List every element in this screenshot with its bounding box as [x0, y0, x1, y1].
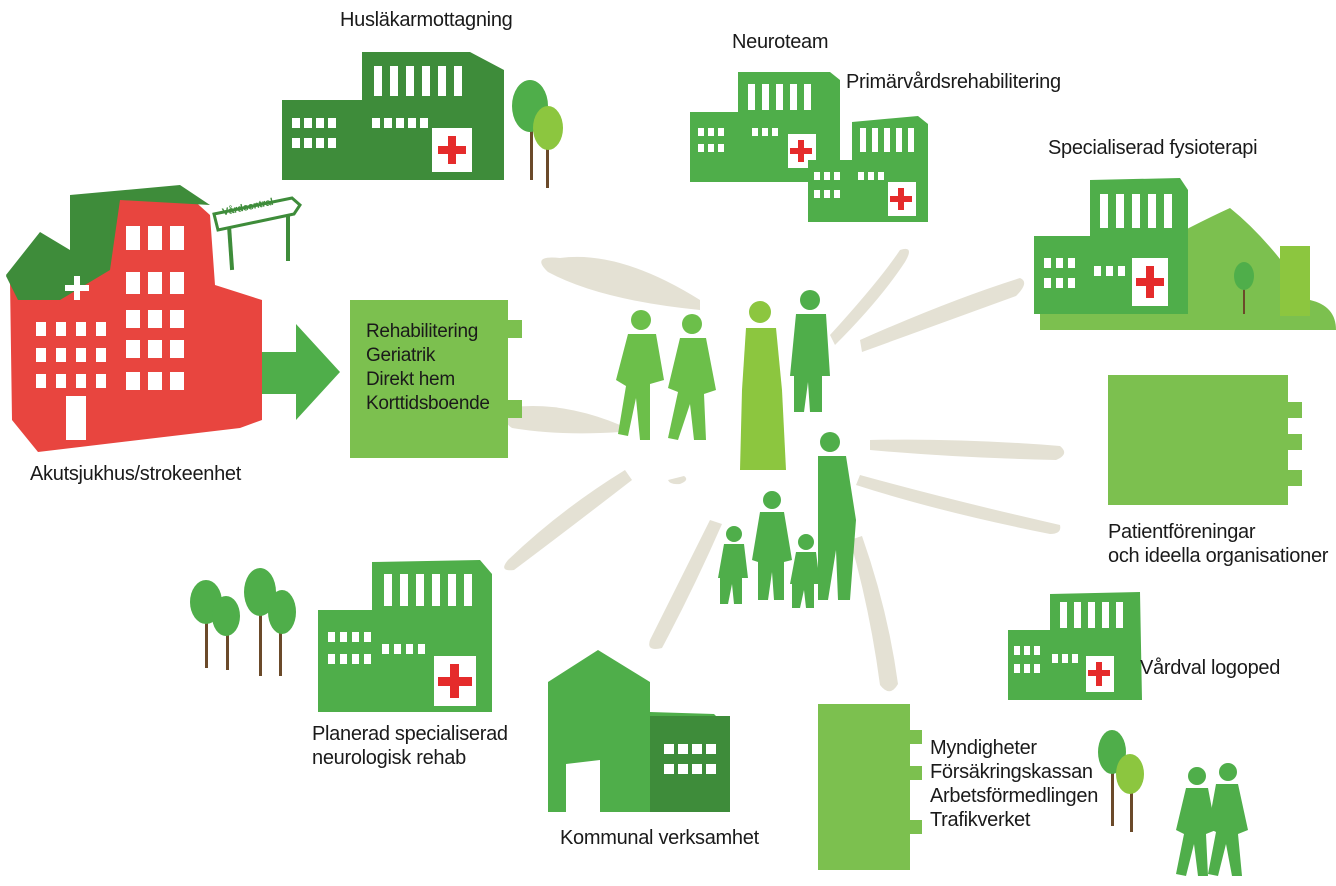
family	[718, 432, 856, 608]
myndigheter-line-2: Försäkringskassan	[930, 761, 1093, 783]
neuroteam-building	[690, 72, 840, 182]
trees-top	[512, 80, 563, 188]
label-specialiserad-fysioterapi: Specialiserad fysioterapi	[1048, 137, 1258, 159]
trees-left	[190, 568, 296, 676]
vardval-building	[1008, 592, 1142, 700]
people-silhouettes-center	[616, 290, 856, 608]
arrow-to-rehab	[262, 324, 340, 420]
people-bottom-right	[1176, 763, 1248, 876]
rehab-option-korttidsboende: Korttidsboende	[366, 393, 490, 414]
patientforeningar-box-shape	[1108, 375, 1302, 505]
patientforeningar-line-2: och ideella organisationer	[1108, 545, 1329, 567]
label-planerad-rehab: Planerad specialiserad neurologisk rehab	[312, 722, 508, 770]
primarvard-building	[808, 116, 928, 222]
rehab-option-direkt-hem: Direkt hem	[366, 369, 455, 390]
trees-bottom-right	[1098, 730, 1144, 832]
beam-up	[668, 476, 687, 485]
rehab-options-list: Rehabilitering Geriatrik Direkt hem Kort…	[366, 320, 490, 416]
label-patientforeningar: Patientföreningar och ideella organisati…	[1108, 520, 1328, 568]
walking-couple	[616, 310, 716, 440]
specfysio-building	[1034, 178, 1336, 330]
planerad-line-2: neurologisk rehab	[312, 747, 466, 769]
akutsjukhus-building	[6, 185, 262, 452]
myndigheter-line-3: Arbetsförmedlingen	[930, 785, 1099, 807]
beam-right	[870, 439, 1065, 460]
beam-top-right	[830, 248, 909, 345]
planerad-building	[318, 560, 492, 712]
rehab-box-shape	[350, 300, 522, 458]
beam-bottom	[649, 520, 722, 649]
standing-woman	[740, 301, 786, 470]
myndigheter-box-shape	[818, 704, 922, 870]
vardcentral-sign	[212, 196, 302, 271]
myndigheter-line-4: Trafikverket	[930, 809, 1031, 831]
myndigheter-line-1: Myndigheter	[930, 737, 1037, 759]
beam-top-left	[541, 256, 700, 310]
beam-right-upper	[860, 278, 1025, 352]
label-vardval-logoped: Vårdval logoped	[1140, 657, 1281, 679]
standing-man	[790, 290, 830, 412]
beam-bottom-right	[850, 536, 898, 692]
label-neuroteam: Neuroteam	[732, 31, 829, 53]
beam-right-lower	[856, 475, 1061, 534]
beam-bottom-left	[504, 470, 632, 571]
huslakar-building	[282, 52, 504, 180]
label-akutsjukhus: Akutsjukhus/strokeenhet	[30, 463, 242, 485]
label-huslakarmottagning: Husläkarmottagning	[340, 9, 513, 31]
patientforeningar-line-1: Patientföreningar	[1108, 521, 1256, 543]
planerad-line-1: Planerad specialiserad	[312, 723, 508, 745]
rehab-option-rehabilitering: Rehabilitering	[366, 321, 478, 342]
label-kommunal-verksamhet: Kommunal verksamhet	[560, 827, 759, 849]
rehab-option-geriatrik: Geriatrik	[366, 345, 436, 366]
connection-beams	[504, 248, 1065, 692]
label-myndigheter-list: Myndigheter Försäkringskassan Arbetsförm…	[930, 736, 1098, 832]
kommunal-building	[548, 650, 730, 812]
label-primarvardsrehabilitering: Primärvårdsrehabilitering	[846, 71, 1061, 93]
beam-left	[504, 406, 620, 434]
